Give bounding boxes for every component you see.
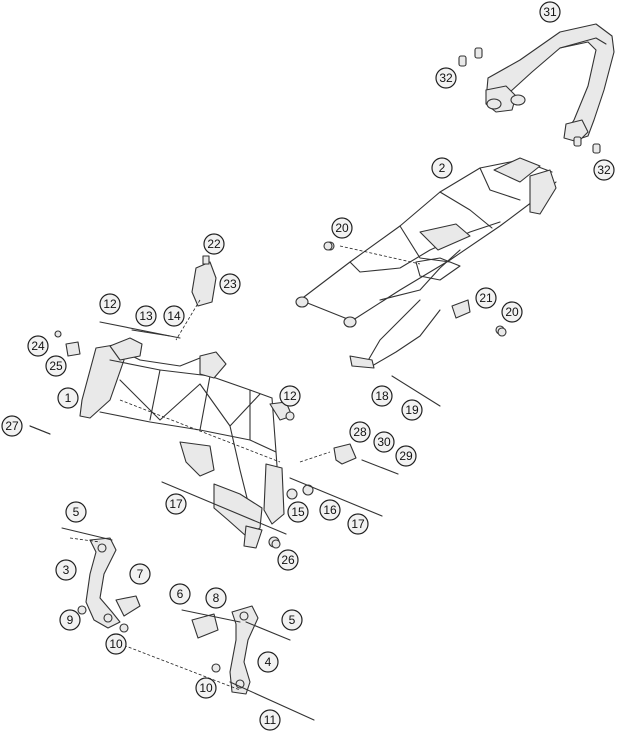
callout-32-left: 32	[435, 67, 457, 89]
callout-29: 29	[395, 445, 417, 467]
callout-19-label: 19	[405, 403, 419, 417]
callout-12-top-label: 12	[103, 297, 117, 311]
callout-27: 27	[1, 415, 23, 437]
callout-12-top: 12	[99, 293, 121, 315]
small-parts	[29, 241, 507, 721]
callout-26-label: 26	[281, 553, 295, 567]
callout-17-right-label: 17	[351, 517, 365, 531]
callout-19: 19	[401, 399, 423, 421]
callout-17-right: 17	[347, 513, 369, 535]
callout-23: 23	[219, 273, 241, 295]
callout-25-label: 25	[49, 359, 63, 373]
callout-10-right: 10	[195, 677, 217, 699]
callout-7-label: 7	[137, 567, 144, 581]
callout-32-right: 32	[593, 159, 615, 181]
callout-14-label: 14	[167, 309, 181, 323]
callout-1: 1	[57, 387, 79, 409]
callout-25: 25	[45, 355, 67, 377]
callout-15-label: 15	[291, 505, 305, 519]
callout-10-left: 10	[105, 633, 127, 655]
callout-32-right-label: 32	[597, 163, 611, 177]
callout-23-label: 23	[223, 277, 237, 291]
callout-8-label: 8	[213, 591, 220, 605]
callout-26: 26	[277, 549, 299, 571]
callout-3-label: 3	[63, 563, 70, 577]
callout-31: 31	[539, 1, 561, 23]
callout-14: 14	[163, 305, 185, 327]
callout-5-right: 5	[281, 609, 303, 631]
callout-12-right-label: 12	[283, 389, 297, 403]
callout-28-label: 28	[353, 425, 367, 439]
callout-6-label: 6	[177, 587, 184, 601]
leader-lines	[69, 245, 421, 691]
callout-4-label: 4	[265, 655, 272, 669]
callout-1-label: 1	[65, 391, 72, 405]
callout-5-left: 5	[65, 501, 87, 523]
callout-16: 16	[319, 499, 341, 521]
callout-17-left: 17	[165, 493, 187, 515]
callout-24-label: 24	[31, 339, 45, 353]
callout-8: 8	[205, 587, 227, 609]
callout-3: 3	[55, 559, 77, 581]
callout-9-label: 9	[67, 613, 74, 627]
callout-10-left-label: 10	[109, 637, 123, 651]
main-frame-part	[79, 337, 295, 549]
callout-20-right: 20	[501, 301, 523, 323]
callout-29-label: 29	[399, 449, 413, 463]
callout-6: 6	[169, 583, 191, 605]
callout-17-left-label: 17	[169, 497, 183, 511]
callout-30: 30	[373, 431, 395, 453]
callout-4: 4	[257, 651, 279, 673]
callout-20-top: 20	[331, 217, 353, 239]
callout-21: 21	[475, 287, 497, 309]
callout-22-label: 22	[207, 237, 221, 251]
callout-18: 18	[371, 385, 393, 407]
callout-13: 13	[135, 305, 157, 327]
callout-27-label: 27	[5, 419, 19, 433]
callout-9: 9	[59, 609, 81, 631]
callout-21-label: 21	[479, 291, 493, 305]
callout-18-label: 18	[375, 389, 389, 403]
callout-28: 28	[349, 421, 371, 443]
callout-7: 7	[129, 563, 151, 585]
callout-13-label: 13	[139, 309, 153, 323]
callout-20-top-label: 20	[335, 221, 349, 235]
grab-handle-part	[458, 23, 615, 154]
callout-12-right: 12	[279, 385, 301, 407]
callout-31-label: 31	[543, 5, 557, 19]
callout-5-left-label: 5	[73, 505, 80, 519]
callout-15: 15	[287, 501, 309, 523]
callout-20-right-label: 20	[505, 305, 519, 319]
callout-2-label: 2	[439, 161, 446, 175]
right-footrest-bracket-part	[191, 605, 259, 695]
callout-11: 11	[259, 709, 281, 731]
callout-30-label: 30	[377, 435, 391, 449]
callout-5-right-label: 5	[289, 613, 296, 627]
callout-11-label: 11	[264, 713, 277, 727]
callout-22: 22	[203, 233, 225, 255]
callout-16-label: 16	[323, 503, 337, 517]
callout-2: 2	[431, 157, 453, 179]
left-footrest-bracket-part	[85, 537, 141, 629]
callout-24: 24	[27, 335, 49, 357]
callout-32-left-label: 32	[439, 71, 453, 85]
rear-subframe-part	[295, 157, 557, 369]
callout-10-right-label: 10	[199, 681, 213, 695]
